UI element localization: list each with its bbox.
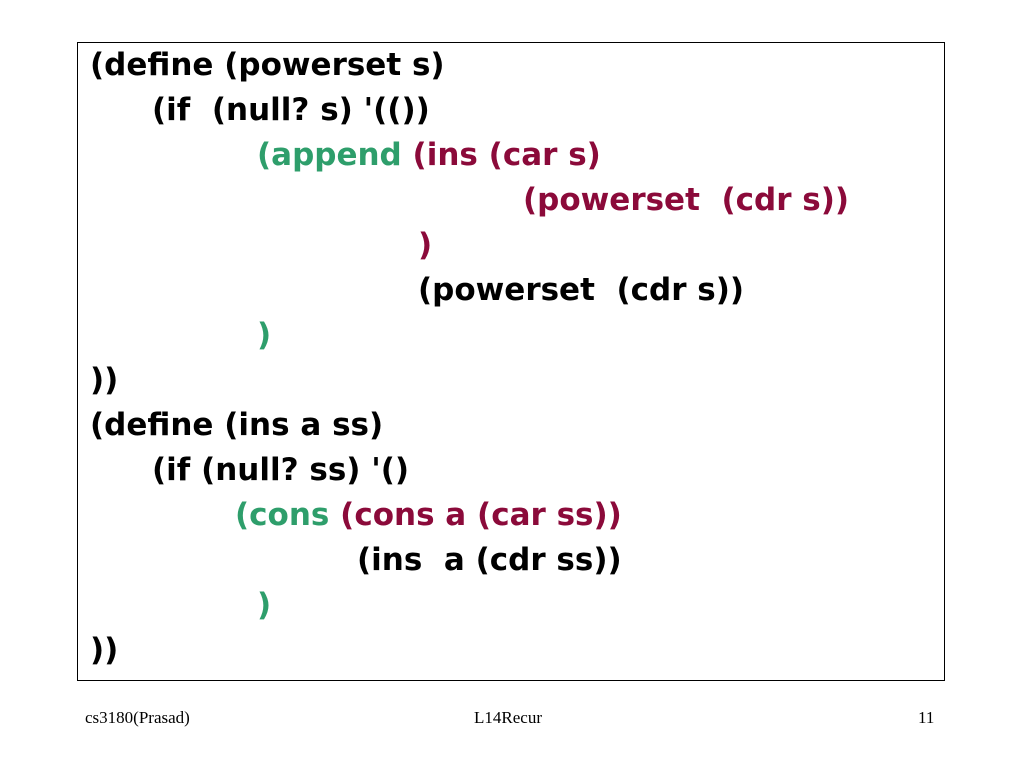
code-segment: (append (257, 137, 413, 173)
footer-lecture: L14Recur (474, 708, 542, 727)
code-line: (ins a (cdr ss)) (357, 545, 622, 576)
code-segment: ) (418, 227, 433, 263)
code-segment: (if (null? s) '(()) (152, 92, 430, 128)
code-line: (if (null? ss) '() (152, 455, 409, 486)
code-line: (cons (cons a (car ss)) (235, 500, 622, 531)
code-segment: (ins a (cdr ss)) (357, 542, 622, 578)
code-line: )) (90, 635, 118, 666)
code-segment: (define (powerset s) (90, 47, 445, 83)
code-line: (define (ins a ss) (90, 410, 383, 441)
footer-course: cs3180(Prasad) (85, 708, 190, 727)
code-segment: (cons a (car ss)) (340, 497, 622, 533)
code-segment: (ins (car s) (412, 137, 601, 173)
code-segment: ) (257, 587, 272, 623)
code-line: (if (null? s) '(()) (152, 95, 430, 126)
code-segment: (define (ins a ss) (90, 407, 384, 443)
code-line: (powerset (cdr s)) (418, 275, 744, 306)
code-line: )) (90, 365, 118, 396)
code-line: ) (418, 230, 432, 261)
code-segment: )) (90, 632, 119, 668)
code-line: ) (257, 320, 271, 351)
code-segment: ) (257, 317, 272, 353)
code-segment: (powerset (cdr s)) (523, 182, 850, 218)
code-segment: (cons (235, 497, 341, 533)
footer-page-number: 11 (918, 708, 935, 727)
code-line: (define (powerset s) (90, 50, 445, 81)
code-segment: )) (90, 362, 119, 398)
code-segment: (powerset (cdr s)) (418, 272, 745, 308)
code-line: ) (257, 590, 271, 621)
code-line: (append (ins (car s) (257, 140, 601, 171)
code-segment: (if (null? ss) '() (152, 452, 410, 488)
code-line: (powerset (cdr s)) (523, 185, 849, 216)
code-box (77, 42, 945, 681)
